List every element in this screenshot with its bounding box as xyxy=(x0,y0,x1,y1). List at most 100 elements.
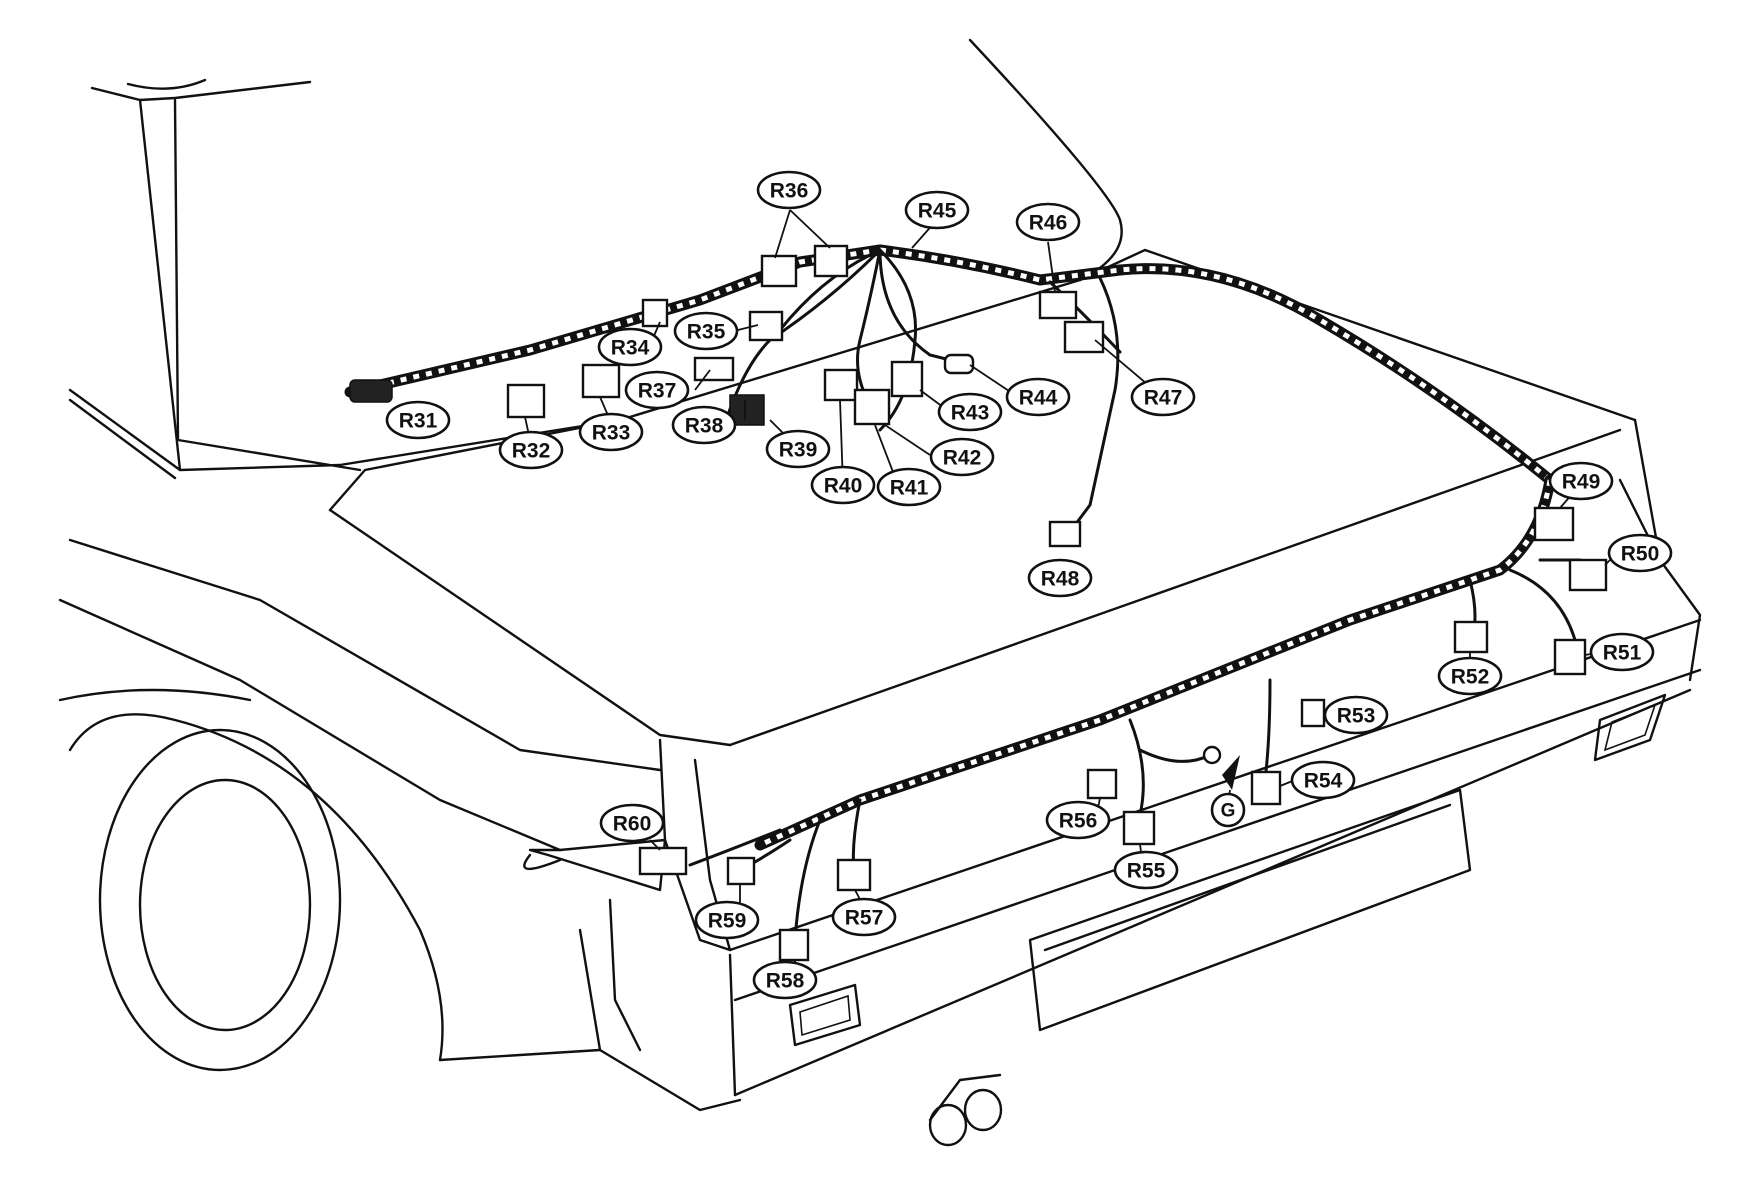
label-r37: R37 xyxy=(624,370,690,410)
connector-r57 xyxy=(836,858,872,892)
label-r48: R48 xyxy=(1027,558,1093,598)
svg-text:R46: R46 xyxy=(1029,212,1068,235)
connector-r34 xyxy=(641,298,669,328)
label-r60: R60 xyxy=(599,803,665,843)
svg-text:R58: R58 xyxy=(766,970,805,993)
label-r31: R31 xyxy=(385,400,451,440)
label-r34: R34 xyxy=(597,327,663,367)
svg-text:R40: R40 xyxy=(824,475,863,498)
connector-r51 xyxy=(1553,638,1587,676)
label-r38: R38 xyxy=(671,405,737,445)
connector-r41 xyxy=(853,388,891,426)
connector-r37 xyxy=(693,356,735,382)
connector-r36-a xyxy=(760,254,798,288)
main-harness-lower xyxy=(754,474,1556,851)
svg-text:R34: R34 xyxy=(611,337,650,360)
svg-text:R54: R54 xyxy=(1304,770,1343,793)
svg-text:R37: R37 xyxy=(638,380,677,403)
svg-text:R47: R47 xyxy=(1144,387,1183,410)
svg-text:R41: R41 xyxy=(890,477,929,500)
label-r53: R53 xyxy=(1323,695,1389,735)
label-r32: R32 xyxy=(498,430,564,470)
svg-text:R49: R49 xyxy=(1562,471,1601,494)
connector-r48 xyxy=(1048,520,1082,548)
label-r54: R54 xyxy=(1290,760,1356,800)
label-r56: R56 xyxy=(1045,800,1111,840)
label-r35: R35 xyxy=(673,311,739,351)
wire-r58 xyxy=(793,818,822,942)
svg-text:R39: R39 xyxy=(779,439,818,462)
wire-r37 xyxy=(778,253,872,332)
svg-text:R38: R38 xyxy=(685,415,724,438)
connector-r32 xyxy=(506,383,546,419)
connector-r58 xyxy=(778,928,810,962)
connector-r55 xyxy=(1122,810,1156,846)
svg-text:R52: R52 xyxy=(1451,666,1490,689)
connector-r44 xyxy=(943,353,975,375)
wire-ground-g xyxy=(1138,748,1212,763)
wire-r47 xyxy=(1048,280,1122,354)
svg-text:R60: R60 xyxy=(613,813,652,836)
connector-r33 xyxy=(581,363,621,399)
label-ground-g: G xyxy=(1210,792,1246,828)
svg-text:R48: R48 xyxy=(1041,568,1080,591)
label-r36: R36 xyxy=(756,170,822,210)
connector-r60 xyxy=(638,846,688,876)
label-r46: R46 xyxy=(1015,202,1081,242)
label-r33: R33 xyxy=(578,412,644,452)
svg-text:R35: R35 xyxy=(687,321,726,344)
label-r49: R49 xyxy=(1548,461,1614,501)
wire-r54 xyxy=(1263,678,1272,782)
connector-r47 xyxy=(1063,320,1105,354)
label-r55: R55 xyxy=(1113,850,1179,890)
svg-text:R56: R56 xyxy=(1059,810,1098,833)
label-r52: R52 xyxy=(1437,656,1503,696)
label-r45: R45 xyxy=(904,190,970,230)
wire-r42 xyxy=(878,248,918,432)
label-r44: R44 xyxy=(1005,377,1071,417)
svg-text:R42: R42 xyxy=(943,447,982,470)
svg-text:R44: R44 xyxy=(1019,387,1058,410)
wire-r44 xyxy=(878,248,972,367)
connector-r53 xyxy=(1300,698,1326,728)
label-r59: R59 xyxy=(694,900,760,940)
label-r47: R47 xyxy=(1130,377,1196,417)
svg-text:G: G xyxy=(1221,801,1236,822)
ground-terminal-g xyxy=(1202,745,1222,765)
label-r58: R58 xyxy=(752,960,818,1000)
connector-r43 xyxy=(890,360,924,398)
connectors xyxy=(349,244,1608,962)
wire-r48 xyxy=(1073,276,1120,527)
connector-r59 xyxy=(726,856,756,886)
connector-r31 xyxy=(349,379,393,403)
label-r41: R41 xyxy=(876,467,942,507)
svg-text:R45: R45 xyxy=(918,200,957,223)
connector-r50 xyxy=(1568,558,1608,592)
connector-r38 xyxy=(729,394,765,426)
svg-text:R43: R43 xyxy=(951,402,990,425)
svg-text:R33: R33 xyxy=(592,422,631,445)
svg-text:R50: R50 xyxy=(1621,543,1660,566)
connector-r36-b xyxy=(813,244,849,278)
label-r40: R40 xyxy=(810,465,876,505)
connector-r46 xyxy=(1038,290,1078,320)
connector-r49 xyxy=(1533,506,1575,542)
connector-r54 xyxy=(1250,770,1282,806)
label-r39: R39 xyxy=(765,429,831,469)
car-body-outline xyxy=(58,38,1702,1147)
wire-r51 xyxy=(1508,568,1577,642)
connector-r56 xyxy=(1086,768,1118,800)
svg-text:R31: R31 xyxy=(399,410,438,433)
svg-text:R57: R57 xyxy=(845,907,884,930)
connector-r52 xyxy=(1453,620,1489,654)
svg-text:R59: R59 xyxy=(708,910,747,933)
wire-r60 xyxy=(688,828,782,867)
label-r57: R57 xyxy=(831,897,897,937)
label-r51: R51 xyxy=(1589,632,1655,672)
label-r50: R50 xyxy=(1607,533,1673,573)
label-r42: R42 xyxy=(929,437,995,477)
svg-text:R51: R51 xyxy=(1603,642,1642,665)
svg-text:R36: R36 xyxy=(770,180,809,203)
ground-arrow-icon xyxy=(1222,755,1240,790)
